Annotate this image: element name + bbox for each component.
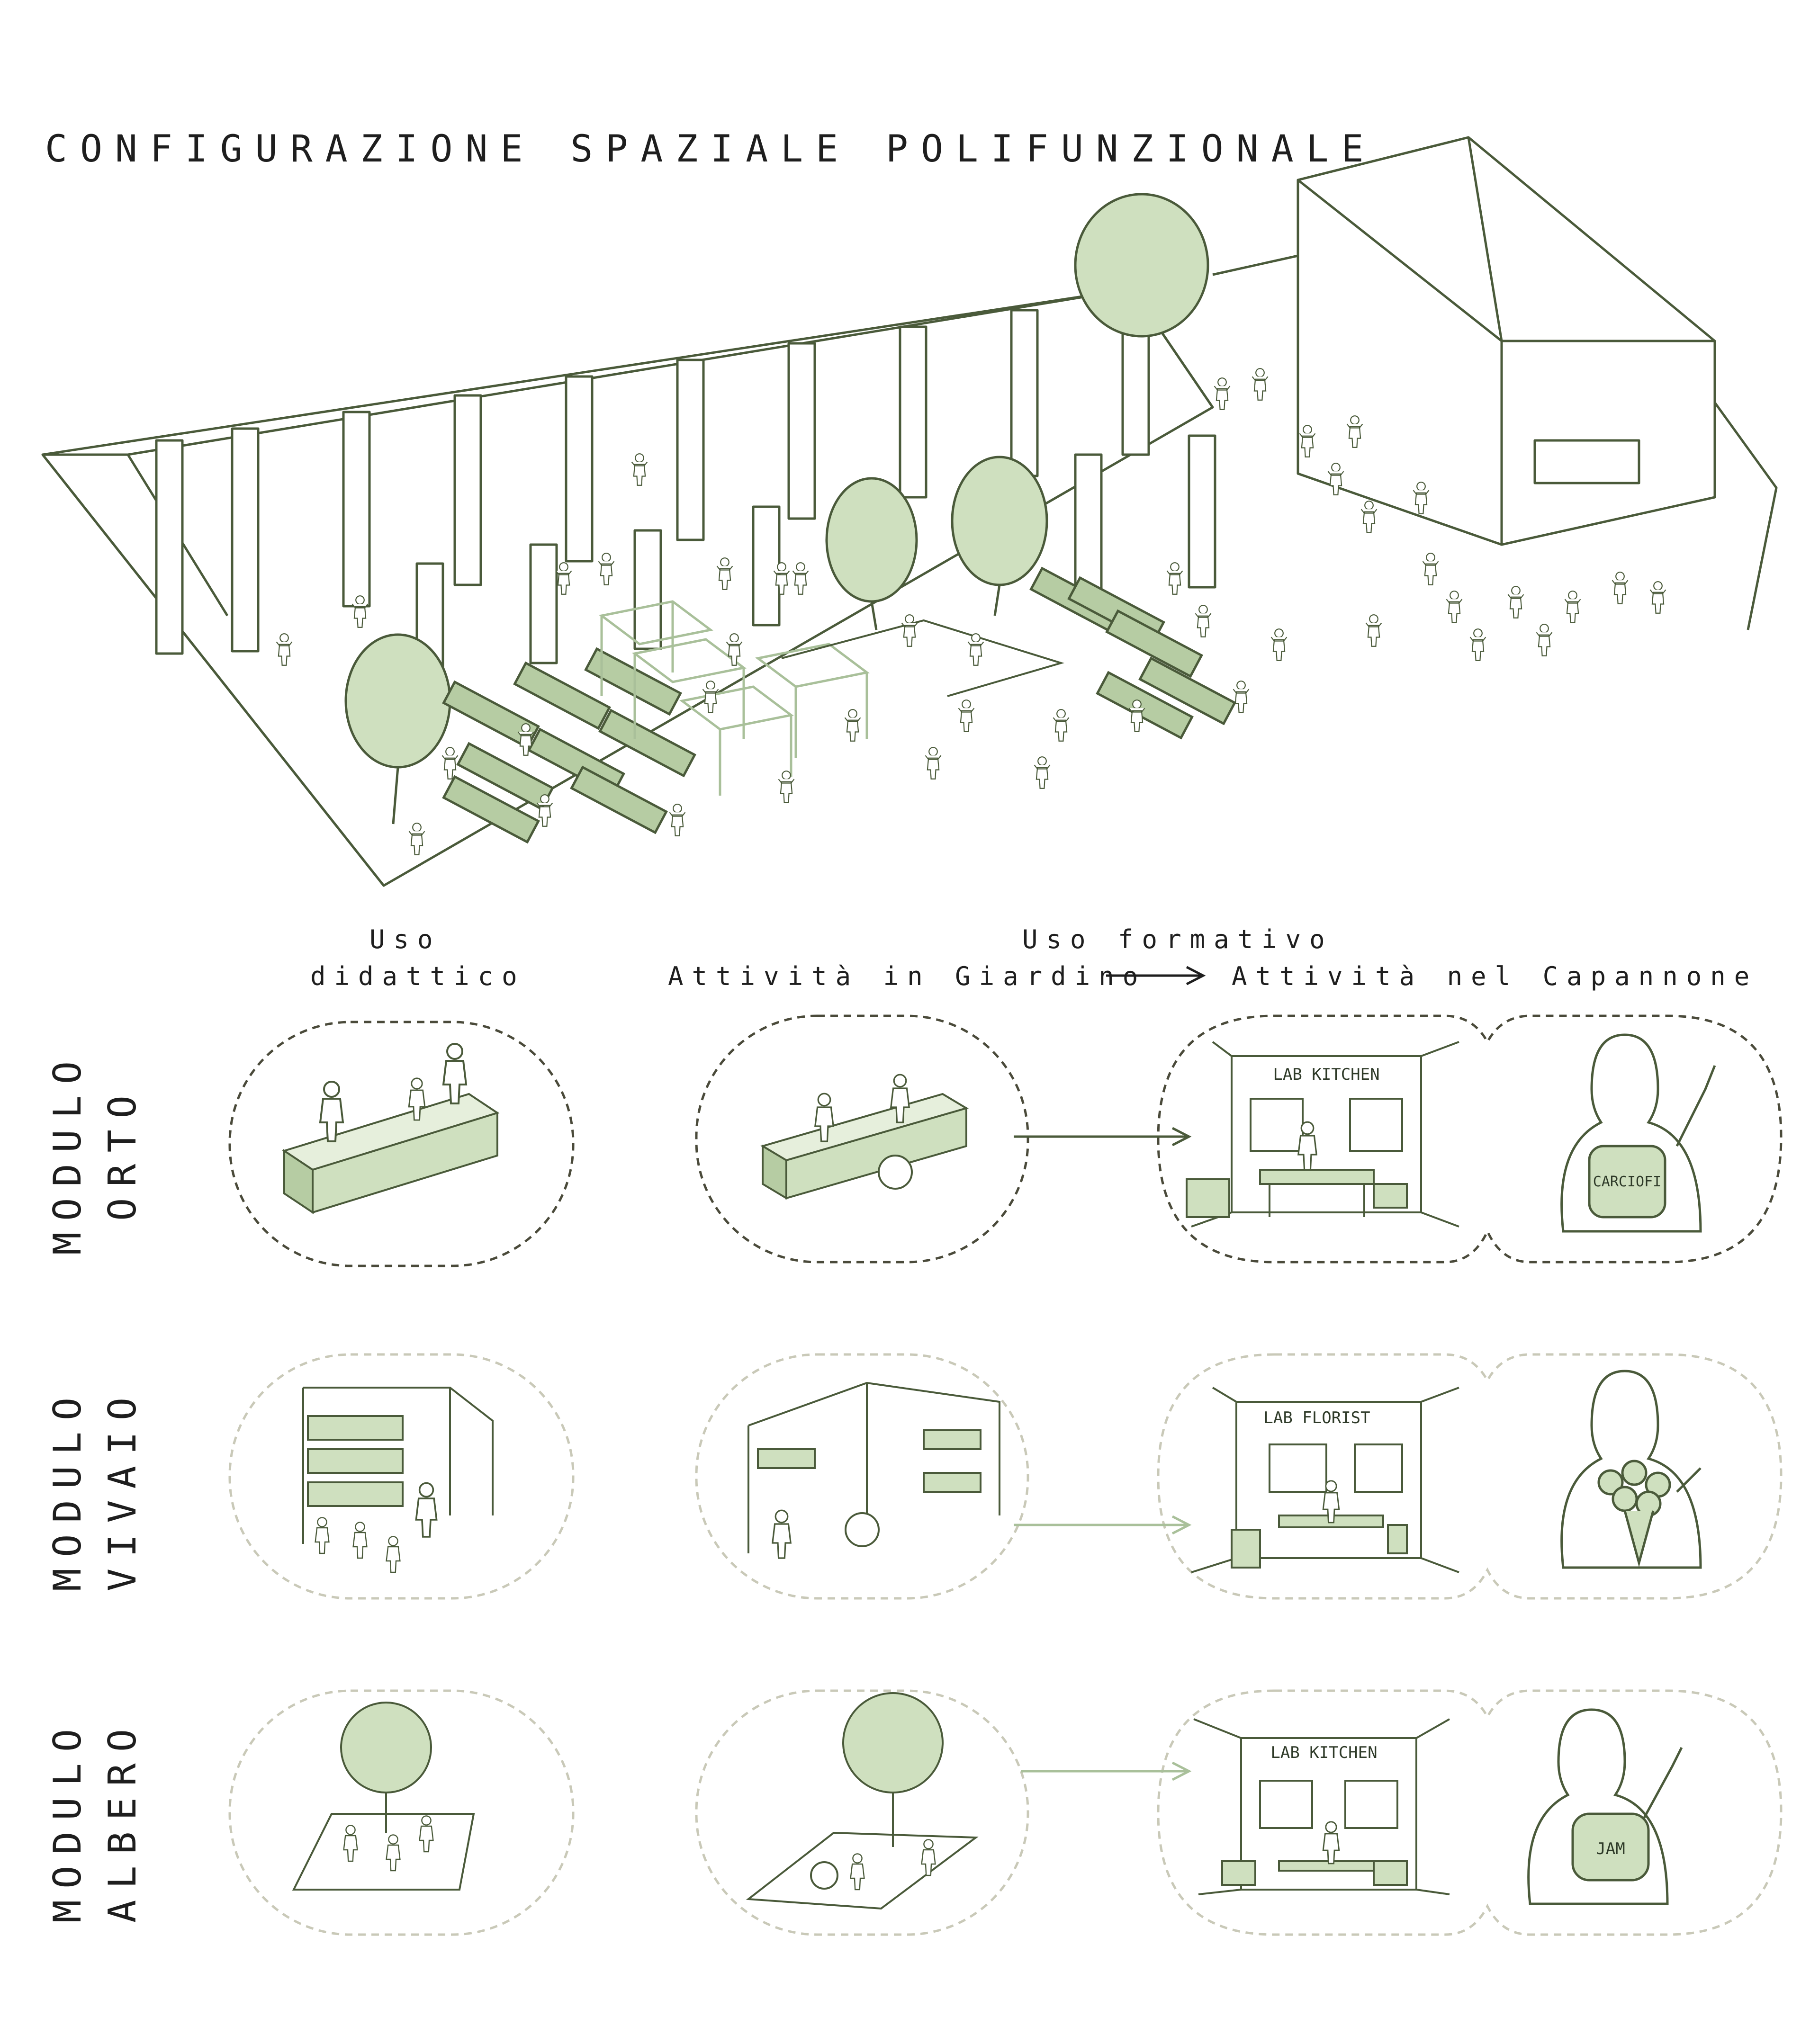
figure-person: [702, 681, 719, 713]
figure-person: [1270, 628, 1288, 661]
figure-person: [1252, 368, 1269, 401]
header-uso-didattico-line1: Uso: [369, 924, 441, 954]
figure-person: [1053, 709, 1070, 742]
figure-person: [408, 823, 425, 855]
figure-person: [778, 771, 795, 803]
figure-person: [1536, 624, 1553, 656]
figure-person: [669, 804, 686, 836]
figure-person: [441, 747, 459, 780]
figure-person: [1507, 586, 1524, 619]
bubble-albero-didattico: [228, 1689, 575, 1936]
figure-person: [1413, 482, 1430, 514]
figure-person: [726, 633, 743, 666]
figure-person: [1446, 591, 1463, 623]
figure-person: [1327, 463, 1344, 495]
bubble-vivaio-giardino: [695, 1353, 1029, 1600]
lab-sign-orto: LAB KITCHEN: [1273, 1065, 1379, 1084]
figure-person: [1612, 572, 1629, 604]
figure-person: [1299, 425, 1316, 457]
figure-person: [536, 794, 553, 827]
bubble-orto-didattico: [228, 1021, 575, 1267]
figure-person: [1422, 553, 1439, 585]
bubble-orto-capannone: [1157, 1014, 1783, 1264]
figure-person: [844, 709, 861, 742]
figure-person: [1034, 756, 1051, 789]
bubble-albero-capannone: [1157, 1689, 1783, 1936]
figure-person: [1365, 614, 1382, 647]
header-attivita-capannone: Attività nel Capannone: [1232, 961, 1758, 991]
figure-person: [555, 562, 572, 595]
row-albero: LAB KITCHEN JAM: [228, 1689, 1783, 1936]
bubble-orto-giardino: [695, 1014, 1029, 1264]
figure-person: [1214, 377, 1231, 410]
figure-person: [925, 747, 942, 780]
figure-person: [958, 699, 975, 732]
lab-sign-albero: LAB KITCHEN: [1270, 1743, 1377, 1762]
lab-sign-vivaio: LAB FLORIST: [1263, 1408, 1370, 1427]
header-uso-formativo: Uso formativo: [1022, 924, 1333, 954]
figure-person: [1166, 562, 1183, 595]
figure-person: [1360, 501, 1378, 533]
figure-person: [792, 562, 809, 595]
jar-label-albero: JAM: [1596, 1839, 1625, 1858]
figure-person: [1128, 699, 1145, 732]
figure-person: [901, 614, 918, 647]
header-uso-didattico-line2: didattico: [310, 961, 526, 991]
figure-person: [1649, 581, 1666, 614]
axonometric-drawing: [41, 136, 1778, 887]
figure-person: [598, 553, 615, 585]
figure-person: [773, 562, 790, 595]
bubble-albero-giardino: [695, 1689, 1029, 1936]
figure-person: [351, 595, 369, 628]
figure-person: [967, 633, 984, 666]
figure-person: [1469, 628, 1486, 661]
page-title: CONFIGURAZIONE SPAZIALE POLIFUNZIONALE: [45, 128, 1377, 170]
figure-person: [1233, 681, 1250, 713]
row-vivaio: LAB FLORIST: [228, 1353, 1783, 1600]
row-orto: LAB KITCHEN CARCIOFI: [228, 1014, 1783, 1267]
figure-person: [1346, 415, 1363, 448]
bubble-vivaio-capannone: [1157, 1353, 1783, 1600]
figure-person: [1195, 605, 1212, 637]
figure-person: [276, 633, 293, 666]
header-attivita-giardino: Attività in Giardino: [668, 961, 1147, 991]
figure-person: [631, 453, 648, 486]
figure-person: [517, 723, 534, 756]
jar-label-orto: CARCIOFI: [1593, 1174, 1662, 1190]
bubble-vivaio-didattico: [228, 1353, 575, 1600]
figure-person: [1564, 591, 1581, 623]
figure-person: [716, 557, 733, 590]
